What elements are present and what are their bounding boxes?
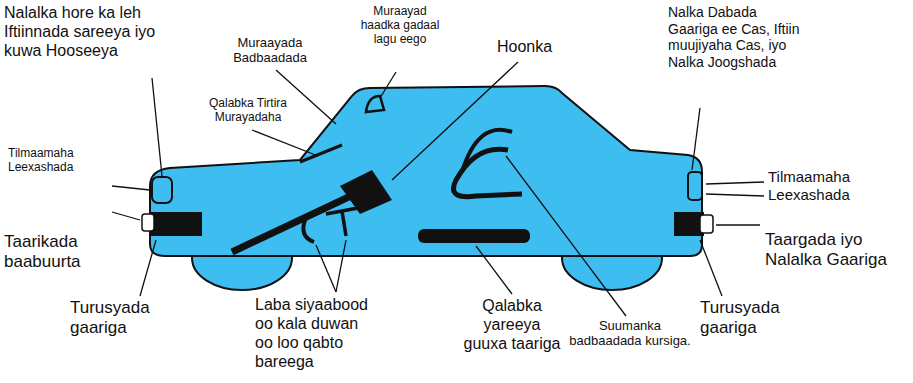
part-label: Tilmaamaha Leexashada	[8, 146, 112, 174]
front-plate	[142, 214, 154, 231]
leader-lines	[112, 62, 764, 316]
part-label: Tilmaamaha Leexashada	[768, 168, 888, 203]
part-label: Taargada iyo Nalalka Gaariga	[765, 230, 907, 270]
part-label: Hoonka	[497, 38, 577, 57]
part-label: Turusyada gaariga	[700, 298, 800, 338]
part-label: Nalka Dabada Gaariga ee Cas, Iftiin muuj…	[668, 4, 800, 70]
part-label: Suumanka badbaadada kursiga.	[562, 318, 698, 349]
horn	[340, 170, 392, 214]
headlight	[152, 177, 172, 203]
wiper	[300, 145, 342, 162]
part-label: Nalalka hore ka leh Iftiinnada sareeya i…	[4, 4, 186, 61]
seat-belt-strap	[462, 130, 512, 172]
rear-plate	[700, 215, 713, 233]
part-label: Muraayad haadka gadaal lagu eego	[360, 4, 440, 46]
part-label: Qalabka Tirtira Murayadaha	[192, 96, 304, 124]
part-label: Muraayada Badbaadada	[224, 35, 316, 66]
part-label: Taarikada baabuurta	[4, 232, 108, 272]
part-label: Laba siyaabood oo kala duwan oo loo qabt…	[255, 296, 380, 372]
hand-brake	[326, 208, 358, 236]
part-label: Turusyada gaariga	[70, 298, 170, 338]
front-bumper	[150, 212, 202, 236]
rear-view-mirror	[366, 96, 384, 112]
brake-pedal	[303, 218, 314, 242]
muffler	[418, 229, 530, 243]
car-body	[150, 86, 702, 256]
seat-belt	[454, 149, 523, 197]
part-label: Qalabka yareeya guuxa taariga	[462, 297, 562, 354]
taillight	[688, 172, 702, 200]
